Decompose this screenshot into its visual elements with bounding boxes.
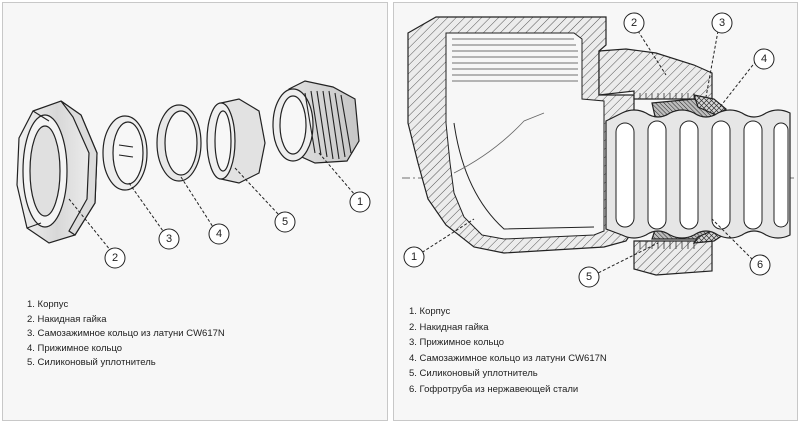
legend-item-4: 4. Самозажимное кольцо из латуни CW617N	[409, 352, 607, 364]
self-clamping-ring-part	[102, 115, 148, 191]
cross-section-legend: 1. Корпус 2. Накидная гайка 3. Прижимное…	[409, 304, 607, 397]
legend-item-2: 2. Накидная гайка	[409, 321, 489, 333]
callout-5: 5	[274, 211, 296, 233]
section-callout-4: 4	[753, 48, 775, 70]
legend-item-6: 6. Гофротруба из нержавеющей стали	[409, 383, 579, 395]
section-callout-6: 6	[749, 254, 771, 276]
cross-section-drawing: 2 3 4 1 5 6	[402, 12, 794, 288]
exploded-view-panel: 2 3 4 5 1 1. Корпус 2. Накидная гайка	[2, 2, 388, 421]
svg-text:3: 3	[166, 233, 172, 245]
legend-item-5: 5. Силиконовый уплотнитель	[409, 368, 538, 379]
legend-item-5: 5. Силиконовый уплотнитель	[27, 357, 156, 368]
pressure-ring-part	[156, 104, 202, 182]
svg-text:4: 4	[761, 53, 767, 65]
svg-text:1: 1	[357, 196, 363, 208]
svg-text:3: 3	[719, 17, 725, 29]
svg-text:6: 6	[757, 259, 763, 271]
union-nut-part	[16, 100, 98, 244]
cross-section-panel: 2 3 4 1 5 6 1. Корпу	[393, 2, 798, 421]
fitting-body-part	[272, 80, 360, 164]
exploded-view-drawing: 2 3 4 5 1	[16, 80, 371, 269]
union-nut-section	[598, 48, 713, 276]
section-leader-lines	[417, 30, 757, 276]
exploded-view-legend: 1. Корпус 2. Накидная гайка 3. Самозажим…	[27, 298, 225, 371]
section-callout-5: 5	[578, 266, 600, 288]
svg-text:1: 1	[411, 251, 417, 263]
legend-item-1: 1. Корпус	[409, 306, 451, 317]
callout-1: 1	[349, 191, 371, 213]
callout-4: 4	[208, 223, 230, 245]
legend-item-3: 3. Прижимное кольцо	[409, 337, 505, 348]
legend-item-2: 2. Накидная гайка	[27, 313, 107, 325]
section-callout-1: 1	[403, 246, 425, 268]
svg-text:4: 4	[216, 228, 222, 240]
section-callout-3: 3	[711, 12, 733, 34]
svg-text:2: 2	[112, 252, 118, 264]
silicone-seal-part	[206, 98, 266, 184]
leader-lines	[68, 152, 356, 252]
svg-text:5: 5	[282, 216, 288, 228]
callout-2: 2	[104, 247, 126, 269]
callout-3: 3	[158, 228, 180, 250]
body-section	[407, 16, 635, 254]
legend-item-1: 1. Корпус	[27, 299, 69, 310]
legend-item-3: 3. Самозажимное кольцо из латуни CW617N	[27, 328, 225, 339]
corrugated-pipe-section	[605, 109, 791, 239]
section-callout-2: 2	[623, 12, 645, 34]
svg-text:5: 5	[586, 271, 592, 283]
svg-text:2: 2	[631, 17, 637, 29]
legend-item-4: 4. Прижимное кольцо	[27, 342, 123, 354]
